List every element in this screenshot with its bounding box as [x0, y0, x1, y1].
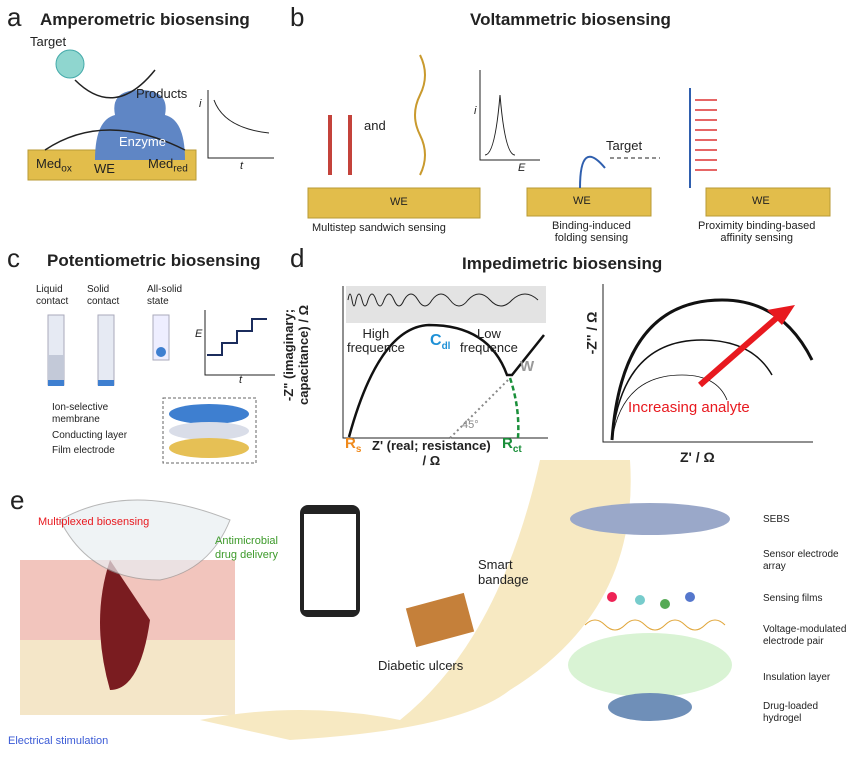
antimicrobial-label: Antimicrobial drug delivery — [215, 535, 278, 561]
products-label: Products — [136, 86, 188, 101]
smart-bandage-label: Smart bandage — [478, 557, 529, 587]
increasing-analyte-label: Increasing analyte — [628, 399, 750, 416]
insulation-layer — [568, 633, 732, 697]
hydrogel-layer — [608, 693, 692, 721]
we-label-b2: WE — [573, 195, 591, 207]
nyquist-plot — [342, 286, 548, 439]
high-frequence-label: High frequence — [347, 326, 405, 355]
cdl-label: Cdl — [430, 332, 451, 353]
panel-title-b: Voltammetric biosensing — [470, 10, 671, 29]
sebs-layer — [570, 503, 730, 535]
axis-t-c: t — [239, 374, 243, 386]
axis-E-c: E — [195, 328, 203, 340]
liquid-contact-label: Liquid contact — [36, 284, 69, 307]
enzyme-label: Enzyme — [119, 134, 166, 149]
axis-E-b: E — [518, 162, 526, 174]
panel-title-c: Potentiometric biosensing — [47, 251, 261, 270]
we-label-a: WE — [94, 161, 115, 176]
foot-shape — [200, 460, 631, 740]
panel-label-a: a — [7, 2, 22, 32]
layer-label-sensing-films: Sensing films — [763, 593, 823, 604]
target-label-b: Target — [606, 138, 643, 153]
med-red-label: Medred — [148, 156, 188, 175]
panel-title-d: Impedimetric biosensing — [462, 254, 663, 273]
y-axis-label-analyte: -Z'' / Ω — [583, 311, 600, 355]
rs-label: Rs — [345, 435, 362, 455]
target-label: Target — [30, 34, 67, 49]
low-frequence-label: Low frequence — [460, 326, 518, 355]
layer-label-hydrogel: Drug-loaded hydrogel — [763, 701, 819, 724]
film-electrode-label: Film electrode — [52, 445, 115, 456]
and-label: and — [364, 118, 386, 133]
we-electrode-b3 — [705, 187, 831, 217]
panel-label-e: e — [10, 485, 25, 515]
axis-i-b: i — [474, 105, 477, 117]
panel-title-a: Amperometric biosensing — [40, 10, 250, 29]
axis-t-a: t — [240, 160, 244, 172]
conducting-layer-label: Conducting layer — [52, 430, 128, 441]
impedance-analyte-plot — [602, 284, 814, 443]
we-label-b1: WE — [390, 196, 408, 208]
wound-shape — [100, 560, 150, 690]
diabetic-ulcers-label: Diabetic ulcers — [378, 658, 464, 673]
warburg-label: W — [520, 358, 535, 375]
med-ox-label: Medox — [36, 156, 72, 175]
layer-label-electrode-pair: Voltage-modulated electrode pair — [763, 624, 847, 647]
multiplexed-label: Multiplexed biosensing — [38, 516, 150, 528]
x-axis-label-nyquist: Z' (real; resistance) / Ω — [372, 438, 491, 468]
layer-label-sebs: SEBS — [763, 514, 790, 525]
panel-label-b: b — [290, 2, 305, 32]
enzyme-shape — [95, 90, 185, 160]
caption-proximity: Proximity binding-based affinity sensing — [698, 220, 816, 244]
x-axis-label-analyte: Z' / Ω — [680, 449, 715, 465]
electrical-stimulation-label: Electrical stimulation — [8, 735, 109, 747]
caption-folding: Binding-induced folding sensing — [552, 220, 631, 244]
solid-contact-label: Solid contact — [87, 284, 120, 307]
panel-label-c: c — [7, 243, 20, 273]
amperometric-plot — [207, 90, 274, 159]
we-electrode-b1 — [307, 187, 481, 219]
all-solid-label: All-solid state — [147, 284, 183, 307]
angle-label: 45° — [462, 419, 479, 431]
target-molecule — [55, 49, 85, 79]
ion-selective-label: Ion-selective membrane — [52, 402, 109, 425]
panel-label-d: d — [290, 243, 305, 273]
we-electrode-b2 — [526, 187, 652, 217]
rct-label: Rct — [502, 435, 522, 455]
y-axis-label-nyquist: -Z" (imaginary; capacitance) / Ω — [281, 304, 312, 406]
axis-i-a: i — [199, 98, 202, 110]
we-label-b3: WE — [752, 195, 770, 207]
caption-sandwich: Multistep sandwich sensing — [312, 222, 446, 234]
layer-label-insulation: Insulation layer — [763, 672, 831, 683]
layer-label-sensor-array: Sensor electrode array — [763, 549, 839, 572]
voltammogram — [479, 70, 540, 161]
